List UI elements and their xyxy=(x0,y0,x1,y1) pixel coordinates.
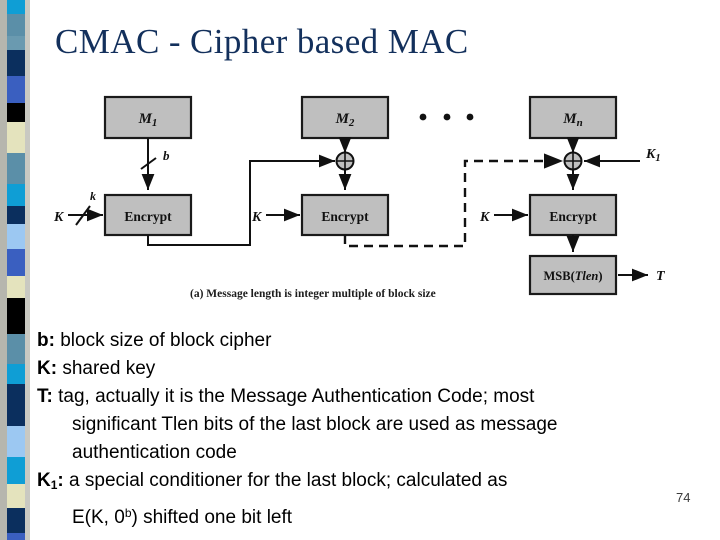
strip-swatch-11 xyxy=(7,249,25,276)
xor-gate-2 xyxy=(335,151,355,171)
svg-text:Encrypt: Encrypt xyxy=(124,209,172,224)
xor-gate-n xyxy=(563,151,583,171)
edge-label-key-1: K xyxy=(53,210,65,225)
strip-swatch-12 xyxy=(7,276,25,298)
strip-left-edge xyxy=(0,0,7,540)
strip-swatch-13 xyxy=(7,298,25,334)
strip-swatch-14 xyxy=(7,334,25,364)
cmac-diagram: M1 b Encrypt K k M2 xyxy=(40,85,700,310)
strip-swatch-1 xyxy=(7,14,25,36)
strip-swatch-2 xyxy=(7,36,25,50)
strip-swatch-6 xyxy=(7,122,25,153)
strip-swatch-stack xyxy=(7,0,25,540)
strip-swatch-20 xyxy=(7,508,25,533)
strip-swatch-15 xyxy=(7,364,25,384)
definition-line-4: authentication code xyxy=(72,442,237,463)
strip-right-edge xyxy=(25,0,30,540)
definition-term: K: xyxy=(37,358,58,379)
strip-swatch-19 xyxy=(7,484,25,508)
page-number: 74 xyxy=(676,490,691,505)
edge-label-tag: T xyxy=(656,269,666,284)
definition-line-3: significant Tlen bits of the last block … xyxy=(72,414,558,435)
definition-term: K1: xyxy=(37,470,64,492)
strip-swatch-4 xyxy=(7,76,25,103)
block-mn: Mn xyxy=(528,95,618,140)
strip-swatch-9 xyxy=(7,206,25,224)
ellipsis-dots xyxy=(419,113,474,121)
strip-swatch-10 xyxy=(7,224,25,249)
edge-label-key-n: K xyxy=(479,210,491,225)
block-encrypt-1: Encrypt xyxy=(103,193,193,237)
edge-label-b: b xyxy=(163,148,170,163)
definition-line-2: T: tag, actually it is the Message Authe… xyxy=(37,386,535,407)
strip-swatch-21 xyxy=(7,533,25,540)
definition-term: b: xyxy=(37,330,55,351)
definition-line-6: E(K, 0b) shifted one bit left xyxy=(72,506,293,528)
block-m2: M2 xyxy=(300,95,390,140)
strip-swatch-3 xyxy=(7,50,25,76)
strip-swatch-5 xyxy=(7,103,25,122)
definition-line-5: K1: a special conditioner for the last b… xyxy=(37,470,508,492)
svg-text:Encrypt: Encrypt xyxy=(549,209,597,224)
definition-term-subscript: 1 xyxy=(50,478,58,492)
page-title: CMAC - Cipher based MAC xyxy=(55,22,469,61)
definition-list: b: block size of block cipher K: shared k… xyxy=(37,327,682,532)
block-m1: M1 xyxy=(103,95,193,140)
strip-swatch-17 xyxy=(7,426,25,457)
strip-swatch-16 xyxy=(7,384,25,426)
edge-label-k: k xyxy=(90,189,96,203)
block-msb-tlen: MSB(Tlen) xyxy=(528,254,618,296)
strip-swatch-7 xyxy=(7,153,25,184)
block-encrypt-2: Encrypt xyxy=(300,193,390,237)
figure-caption: (a) Message length is integer multiple o… xyxy=(190,288,436,300)
strip-swatch-0 xyxy=(7,0,25,14)
edge-label-key-2: K xyxy=(251,210,263,225)
svg-text:Encrypt: Encrypt xyxy=(321,209,369,224)
decorative-color-strip xyxy=(0,0,30,540)
definition-line-0: b: block size of block cipher xyxy=(37,330,272,351)
block-encrypt-n: Encrypt xyxy=(528,193,618,237)
definition-term: T: xyxy=(37,386,53,407)
edge-label-k-sub-1: K1 xyxy=(645,147,661,164)
exponent-b: b xyxy=(124,506,132,520)
svg-text:MSB(Tlen): MSB(Tlen) xyxy=(543,269,602,283)
strip-swatch-18 xyxy=(7,457,25,484)
strip-swatch-8 xyxy=(7,184,25,206)
definition-line-1: K: shared key xyxy=(37,358,156,379)
